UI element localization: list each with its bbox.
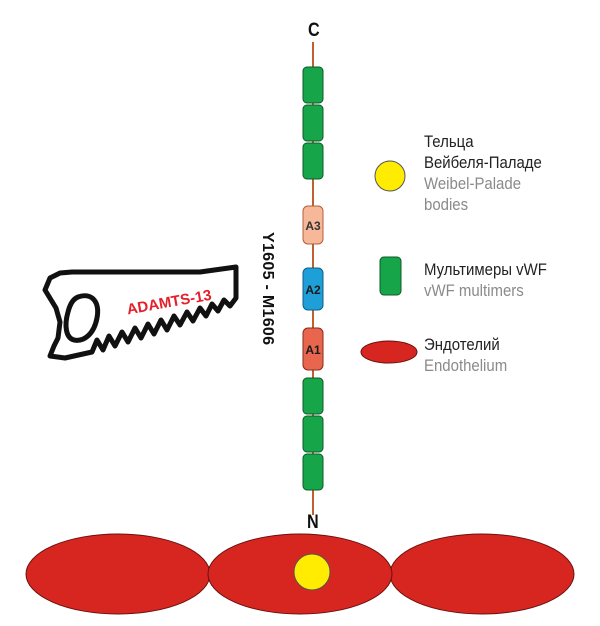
multimer-block-lower-2	[302, 415, 324, 453]
legend-endothelium: Эндотелий Endothelium	[424, 334, 507, 376]
multimer-block-lower-1	[302, 377, 324, 415]
domain-a1-shape	[302, 327, 324, 371]
legend-multimers: Мультимеры vWF vWF multimers	[424, 259, 547, 301]
saw-outline	[42, 264, 239, 361]
legend-endothelium-ru: Эндотелий	[424, 335, 500, 354]
legend-weibel-palade-ru-1: Тельца	[424, 132, 474, 151]
legend-weibel-palade-en-2: bodies	[424, 195, 469, 214]
multimer-block-upper-2	[302, 104, 324, 142]
adamts13-saw-icon: ADAMTS-13	[42, 264, 239, 361]
domain-a3-shape	[302, 205, 324, 245]
legend-multimer-icon	[379, 256, 402, 296]
domain-a3: A3	[302, 205, 324, 245]
legend-endothelium-en: Endothelium	[424, 356, 508, 375]
endothelium-layer	[25, 533, 575, 615]
multimer-block-upper-3	[302, 142, 324, 180]
cleavage-site-label: Y1605 - M1606	[259, 232, 276, 346]
n-terminal-label: N	[307, 512, 319, 533]
legend-icons	[360, 160, 418, 364]
legend-weibel-palade-ru-2: Вейбеля-Паладе	[424, 153, 542, 172]
multimer-block-lower-3	[302, 453, 324, 491]
c-terminal-label: C	[308, 20, 320, 41]
domain-a3-label: A3	[305, 219, 321, 233]
legend-multimers-en: vWF multimers	[424, 281, 524, 300]
vwf-chain: A3 A2 A1	[302, 42, 324, 515]
legend-multimers-ru: Мультимеры vWF	[424, 260, 547, 279]
endothelium-cell-left	[25, 533, 211, 615]
domain-a1: A1	[302, 327, 324, 371]
endothelium-cell-right	[389, 533, 575, 615]
legend-weibel-palade-icon	[374, 160, 406, 192]
legend-weibel-palade-en-1: Weibel-Palade	[424, 174, 522, 193]
legend-weibel-palade: Тельца Вейбеля-Паладе Weibel-Palade bodi…	[424, 131, 542, 215]
domain-a2-shape	[302, 267, 324, 311]
domain-a1-label: A1	[305, 343, 321, 357]
legend-endothelium-icon	[360, 340, 418, 364]
domain-a2: A2	[302, 267, 324, 311]
weibel-palade-body	[293, 553, 331, 591]
domain-a2-label: A2	[305, 283, 321, 297]
saw-handle-grip	[63, 293, 101, 343]
multimer-block-upper-1	[302, 66, 324, 104]
